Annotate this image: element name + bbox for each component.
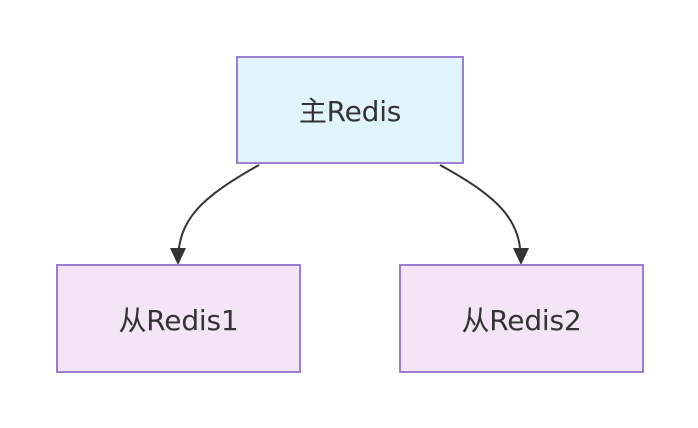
node-slave-redis-1[interactable]: 从Redis1	[56, 264, 301, 373]
arrowhead-slave2	[513, 248, 529, 265]
node-slave-redis-2[interactable]: 从Redis2	[399, 264, 644, 373]
node-slave1-label: 从Redis1	[118, 303, 239, 337]
edge-master-to-slave1	[177, 164, 260, 263]
edge-master-to-slave2	[439, 164, 522, 263]
node-slave2-label: 从Redis2	[461, 303, 582, 337]
node-master-label: 主Redis	[298, 95, 402, 128]
node-master-redis[interactable]: 主Redis	[236, 56, 464, 164]
arrowhead-slave1	[170, 248, 186, 265]
